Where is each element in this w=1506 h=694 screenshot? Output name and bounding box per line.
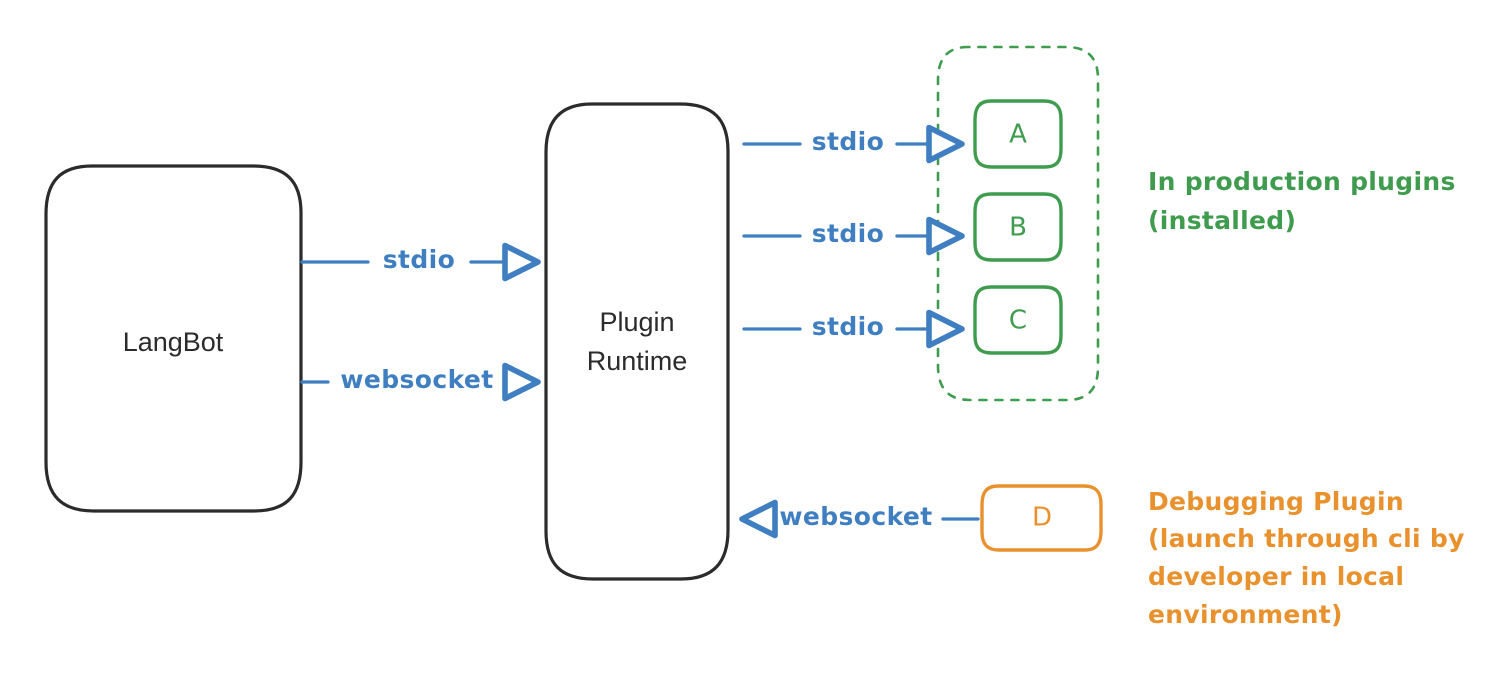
edge-label-websocket: websocket <box>340 365 493 394</box>
plugin-c-box <box>973 285 1063 355</box>
node-plugin-b[interactable]: B <box>973 192 1063 262</box>
edge-runtime-c-stdio: stdio <box>742 309 965 349</box>
node-plugin-d[interactable]: D <box>980 484 1103 552</box>
production-annotation-line2: (installed) <box>1148 206 1296 235</box>
edge-langbot-runtime-stdio: stdio <box>300 242 541 282</box>
node-plugin-c[interactable]: C <box>973 285 1063 355</box>
edge-runtime-a-stdio: stdio <box>742 124 965 164</box>
plugin-a-label: A <box>1009 120 1027 150</box>
edge-langbot-runtime-websocket: websocket <box>300 362 541 402</box>
production-annotation-line1: In production plugins <box>1148 167 1456 196</box>
debugging-annotation-line2: (launch through cli by <box>1148 524 1465 553</box>
debugging-annotation-line3: developer in local <box>1148 562 1404 591</box>
plugin-a-box <box>973 99 1063 169</box>
plugin-c-label: C <box>1009 306 1027 336</box>
edge-label-stdio: stdio <box>812 219 884 248</box>
debugging-annotation-line1: Debugging Plugin <box>1148 487 1404 516</box>
edge-label-websocket: websocket <box>779 502 932 531</box>
edge-label-stdio: stdio <box>812 127 884 156</box>
plugin-runtime-label-line2: Runtime <box>587 346 688 376</box>
annotation-production-plugins: In production plugins (installed) <box>1148 167 1456 235</box>
production-group-dashed-border <box>936 45 1100 402</box>
edge-label-stdio: stdio <box>383 245 455 274</box>
node-plugin-a[interactable]: A <box>973 99 1063 169</box>
annotation-debugging-plugin: Debugging Plugin (launch through cli by … <box>1148 487 1465 629</box>
edge-runtime-b-stdio: stdio <box>742 216 965 256</box>
plugin-d-box <box>980 484 1103 552</box>
plugin-b-box <box>973 192 1063 262</box>
node-plugin-runtime[interactable]: Plugin Runtime <box>544 102 730 581</box>
langbot-box <box>44 164 303 513</box>
production-plugins-group <box>936 45 1100 402</box>
langbot-label: LangBot <box>123 327 224 357</box>
edge-d-runtime-websocket: websocket <box>739 499 980 539</box>
plugin-d-label: D <box>1032 503 1052 533</box>
plugin-runtime-box <box>544 102 730 581</box>
node-langbot[interactable]: LangBot <box>44 164 303 513</box>
plugin-b-label: B <box>1009 213 1027 243</box>
debugging-annotation-line4: environment) <box>1148 600 1343 629</box>
plugin-runtime-label-line1: Plugin <box>599 307 674 337</box>
edge-label-stdio: stdio <box>812 312 884 341</box>
